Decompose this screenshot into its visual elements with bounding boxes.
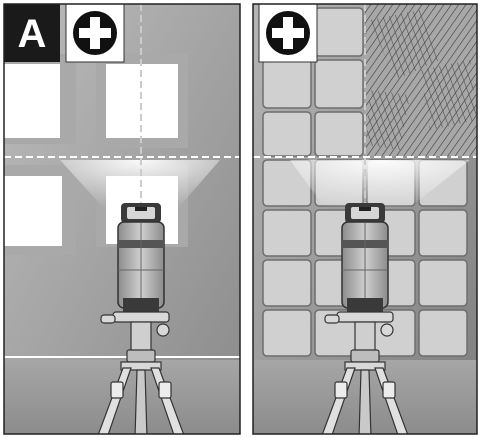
picture-frame (96, 54, 188, 148)
picture-frame (4, 165, 76, 255)
laser-device (341, 203, 389, 312)
laser-device (117, 203, 165, 312)
laser-glow (290, 160, 470, 215)
tripod (97, 311, 185, 434)
mosaic-area (365, 4, 477, 156)
plus-circle-icon (65, 3, 125, 63)
picture-frame (4, 54, 76, 144)
tripod (321, 311, 409, 434)
right-panel (253, 4, 477, 434)
left-panel-border (3, 3, 241, 435)
figure-label-text: A (18, 12, 47, 56)
left-panel (4, 4, 240, 434)
laser-glow (60, 160, 220, 215)
right-panel-border (252, 3, 478, 435)
plus-circle-icon (258, 3, 318, 63)
figure-label: A (4, 4, 60, 62)
